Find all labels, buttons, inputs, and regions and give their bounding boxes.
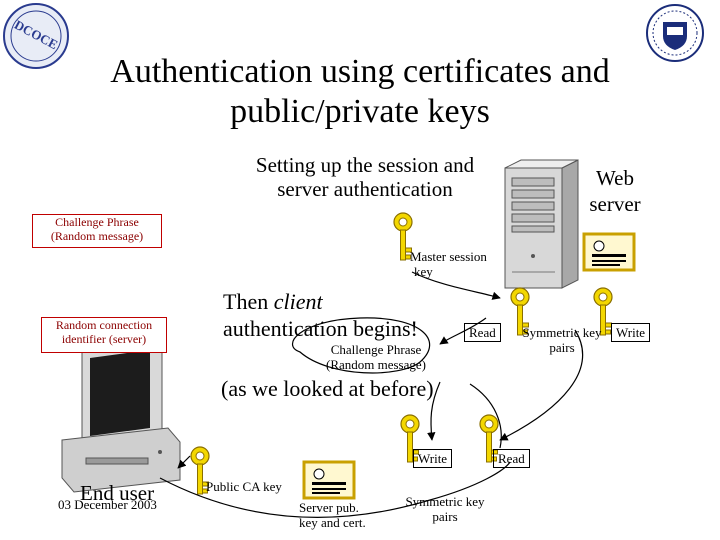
server-certificate-icon (582, 232, 636, 272)
as-before-text: (as we looked at before) (221, 376, 434, 401)
flow-arrows (159, 271, 584, 518)
page-title: Authentication using certificates and pu… (0, 52, 720, 132)
authentication-begins-text: authentication begins! (223, 316, 418, 341)
dcoce-logo (3, 3, 69, 69)
subtitle-line1: Setting up the session and (255, 153, 475, 177)
read-label-top: Read (464, 323, 501, 342)
server-public-key-certificate-icon (302, 460, 356, 500)
symmetric-key-pairs-label: Symmetric key pairs (522, 325, 602, 355)
read-label-bottom: Read (493, 449, 530, 468)
challenge-phrase-box: Challenge Phrase (Random message) (32, 214, 162, 248)
public-ca-key-label: Public CA key (206, 479, 282, 494)
web-server-icon (504, 159, 579, 289)
date-footer: 03 December 2003 (58, 497, 157, 512)
end-user-computer-icon (61, 339, 181, 493)
symmetric-key-pairs-bottom-label: Symmetric key pairs (405, 494, 485, 524)
server-pub-key-cert-label: Server pub. key and cert. (299, 500, 366, 530)
random-connection-box: Random connection identifier (server) (41, 317, 167, 353)
subtitle: Setting up the session and server authen… (230, 153, 500, 201)
write-label-top: Write (611, 323, 651, 342)
page-title-line1: Authentication using certificates and (110, 53, 610, 90)
write-label-bottom: Write (413, 449, 453, 468)
subtitle-line2: server authentication (277, 177, 453, 201)
mid-challenge-phrase-label: Challenge Phrase (Random message) (325, 342, 426, 372)
master-session-key-label: Master session key (410, 249, 487, 279)
then-client-text: Then client (223, 289, 323, 314)
university-crest-logo (646, 4, 704, 62)
web-server-label: Web server (589, 166, 641, 216)
end-user-label: End user (80, 481, 155, 505)
page-title-line2: public/private keys (230, 93, 490, 130)
